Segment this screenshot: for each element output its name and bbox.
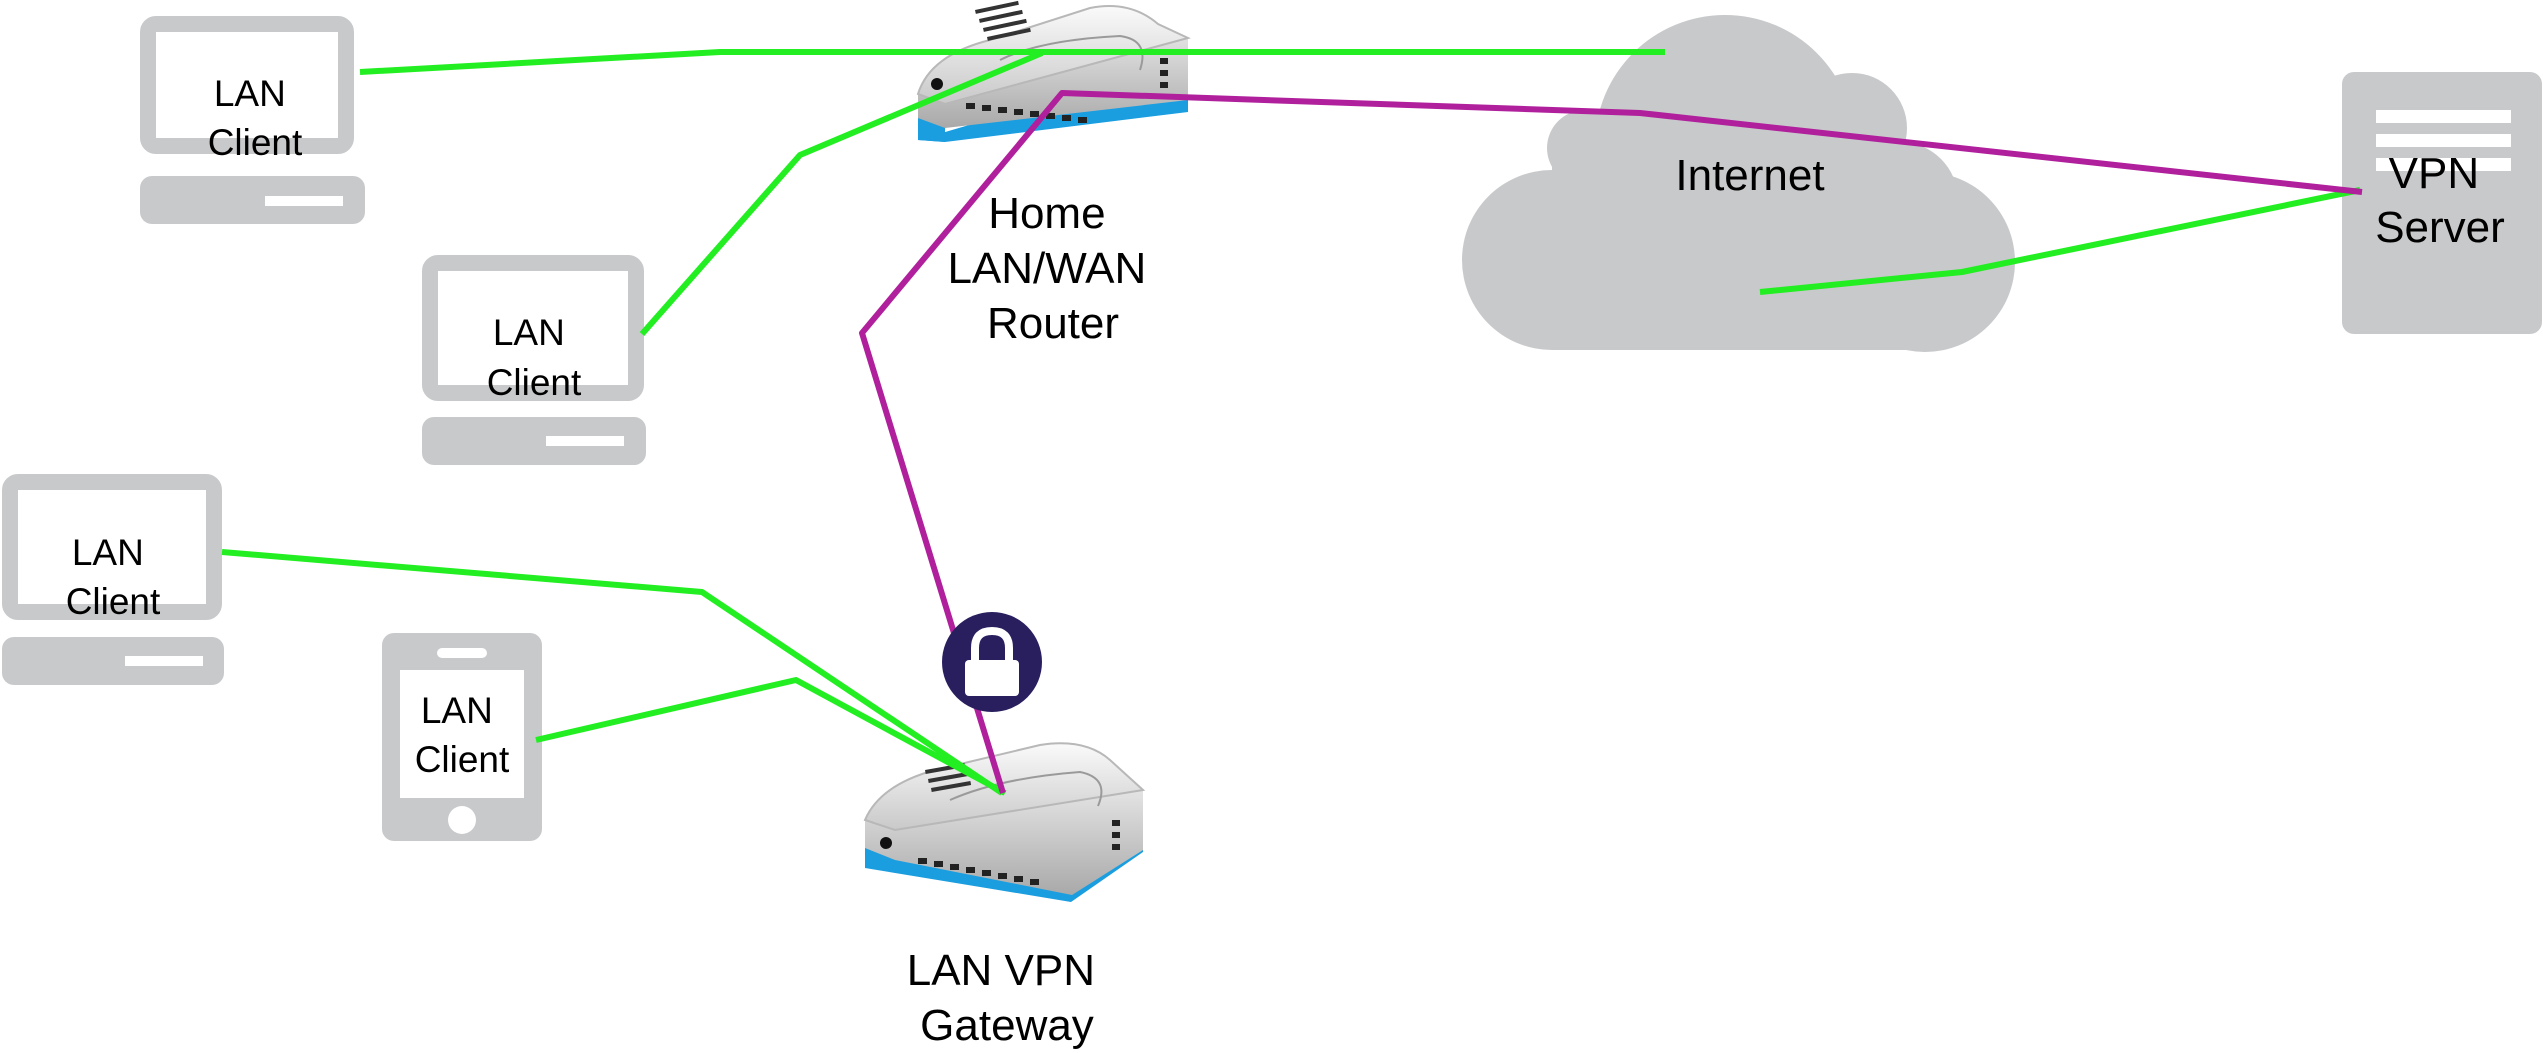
lan-client-tablet-4: [382, 633, 542, 841]
home-router-label: Home LAN/WAN Router: [947, 189, 1158, 348]
lan-client-3-label: LAN Client: [66, 532, 161, 622]
lock-badge: [942, 612, 1042, 712]
lan-client-desktop-3: [2, 474, 224, 685]
lan-client-desktop-2: [422, 255, 646, 465]
vpn-server-label: VPN Server: [2375, 149, 2505, 252]
lan-client-2-label: LAN Client: [487, 312, 582, 403]
link-client3-gateway: [221, 549, 1004, 796]
lock-icon: [965, 626, 1019, 696]
lan-client-1-label: LAN Client: [208, 73, 303, 163]
link-client2-router: [639, 50, 1044, 336]
vpn-gateway-label: LAN VPN Gateway: [907, 946, 1108, 1050]
home-router: [916, 0, 1191, 142]
lan-client-4-label: LAN Client: [415, 690, 510, 780]
internet-label: Internet: [1675, 151, 1824, 200]
internet-cloud: [1462, 15, 2015, 352]
link-client1-internet: [359, 49, 1665, 75]
vpn-tunnel-path: [859, 90, 2363, 794]
vpn-server: [2342, 72, 2542, 334]
link-client4-gateway: [535, 677, 1007, 796]
plain-connections: [221, 49, 2361, 796]
link-internet-vpnserver: [1759, 187, 2361, 295]
lan-vpn-gateway: [863, 742, 1146, 902]
lan-client-desktop-1: [140, 16, 365, 224]
